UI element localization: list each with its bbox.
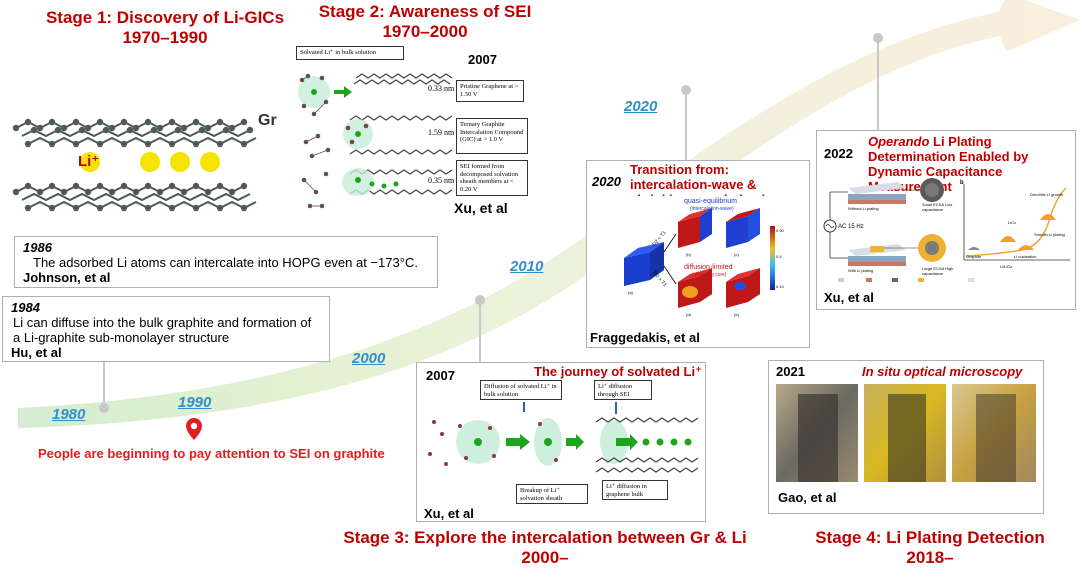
frag-cbar-top: 0.90 [776,228,784,233]
xu2022-year: 2022 [824,146,853,161]
journey-author: Xu, et al [424,506,474,521]
stage3-title-text: Stage 3: Explore the intercalation betwe… [343,528,747,547]
frag-label-a: (a) [628,290,633,295]
stage1-years: 1970–1990 [122,28,208,47]
gao2021-title: In situ optical microscopy [862,364,1023,379]
sei-d3: 0.35 nm [428,176,455,185]
gao2021-author: Gao, et al [778,490,837,505]
journey-b4: Li⁺ diffusion in graphene bulk [602,480,668,500]
frag-diff-sub: (shrinking core) [692,272,727,278]
sei-layers-illustration [298,73,453,209]
journey-title: The journey of solvated Li⁺ [534,364,702,379]
xu2022-with: With Li plating [848,268,874,273]
graphite-layers-illustration [12,118,257,212]
li-ion-label: Li⁺ [78,153,100,170]
frag-quasi: quasi-equilibrium [684,198,737,205]
xu2022-author: Xu, et al [824,290,874,305]
xu2022-figure [823,178,1070,282]
stage4-title-text: Stage 4: Li Plating Detection [815,528,1045,547]
journey-illustration [428,402,699,473]
year-2000: 2000 [352,350,386,367]
frag-simulation-figure [614,196,790,326]
stage4-years: 2018– [906,548,954,567]
xu2022-licx: LiCx [1008,220,1017,225]
stage2-years: 1970–2000 [382,22,468,41]
sei2007-author: Xu, et al [454,200,508,216]
frag-year: 2020 [592,174,621,189]
gao2021-year: 2021 [776,364,805,379]
sei-d2: 1.59 nm [428,128,455,137]
frag-label-c: (c) [734,252,739,257]
xu2022-li-nucleation: Li nucleation [1014,254,1037,259]
xu2022-x-axis: Li/LiCx [1000,264,1013,269]
frag-cbar-bot: 0.10 [776,284,784,289]
journey-b1: Diffusion of solvated Li⁺ in bulk soluti… [480,380,562,400]
year-1980: 1980 [52,406,86,423]
stage2-title-text: Stage 2: Awareness of SEI [318,2,532,21]
journey-year: 2007 [426,368,455,383]
ref-1984-year: 1984 [11,300,40,315]
location-pin-icon [186,418,202,440]
ref-1984-text: Li can diffuse into the bulk graphite an… [13,315,312,345]
sei-d1: 0.33 nm [428,84,455,93]
year-2020: 2020 [624,98,658,115]
ref-1984-author: Hu, et al [11,345,62,360]
frag-quasi-sub: (intercalation-wave) [690,206,734,212]
year-1990: 1990 [178,394,212,411]
frag-label-e: (e) [734,312,739,317]
xu2022-large-ecsa: Large ECSA High capacitance [922,266,954,276]
ref-1986-year: 1986 [23,240,52,255]
stage3-title: Stage 3: Explore the intercalation betwe… [330,528,760,568]
xu2022-ac: AC 15 Hz [838,224,864,230]
journey-b2: Li⁺ diffusion through SEI [594,380,652,400]
ref-1986-box: 1986 The adsorbed Li atoms can intercala… [14,236,438,288]
xu2022-small-ecsa: Small ECSA Low capacitance [922,202,953,212]
frag-author: Fraggedakis, et al [590,330,700,345]
sei2007-year: 2007 [468,52,497,67]
ref-1984-box: 1984 Li can diffuse into the bulk graphi… [2,296,330,362]
optical-microscopy-images [776,384,1036,482]
frag-diff: diffusion-limited [684,264,733,271]
stage3-years: 2000– [521,548,569,567]
xu2022-graphite: Graphite [966,254,982,259]
stage1-title: Stage 1: Discovery of Li-GICs 1970–1990 [20,8,310,48]
stage2-title: Stage 2: Awareness of SEI 1970–2000 [300,2,550,42]
ref-1986-text: The adsorbed Li atoms can intercalate in… [33,255,418,270]
xu2022-title-italic: Operando [868,134,930,149]
xu2022-without: Without Li plating [848,206,879,211]
frag-label-d: (d) [686,312,691,317]
gr-label: Gr [258,112,277,129]
xu2022-box [816,130,1076,310]
journey-b3: Breakup of Li⁺ solvation sheath [516,484,588,504]
stage4-title: Stage 4: Li Plating Detection 2018– [800,528,1060,568]
frag-label-b: (b) [686,252,691,257]
sei-callout: People are beginning to pay attention to… [38,446,385,461]
sei-box1: Pristine Graphene at > 1.50 V [456,80,524,102]
xu2022-b-label: b [960,180,964,186]
sei-box3: SEI formed from decomposed solvation she… [456,160,528,196]
xu2022-dendritic: Dendritic Li growth [1030,192,1064,197]
sei-top-label: Solvated Li⁺ in bulk solution [296,46,404,60]
stage1-title-text: Stage 1: Discovery of Li-GICs [45,8,285,27]
xu2022-smooth: Smooth Li plating [1034,232,1065,237]
sei-box2: Ternary Graphite Intercalation Compound … [456,118,528,154]
ref-1986-author: Johnson, et al [23,270,111,285]
frag-cbar-mid: 0.5 [776,254,782,259]
year-2010: 2010 [510,258,544,275]
